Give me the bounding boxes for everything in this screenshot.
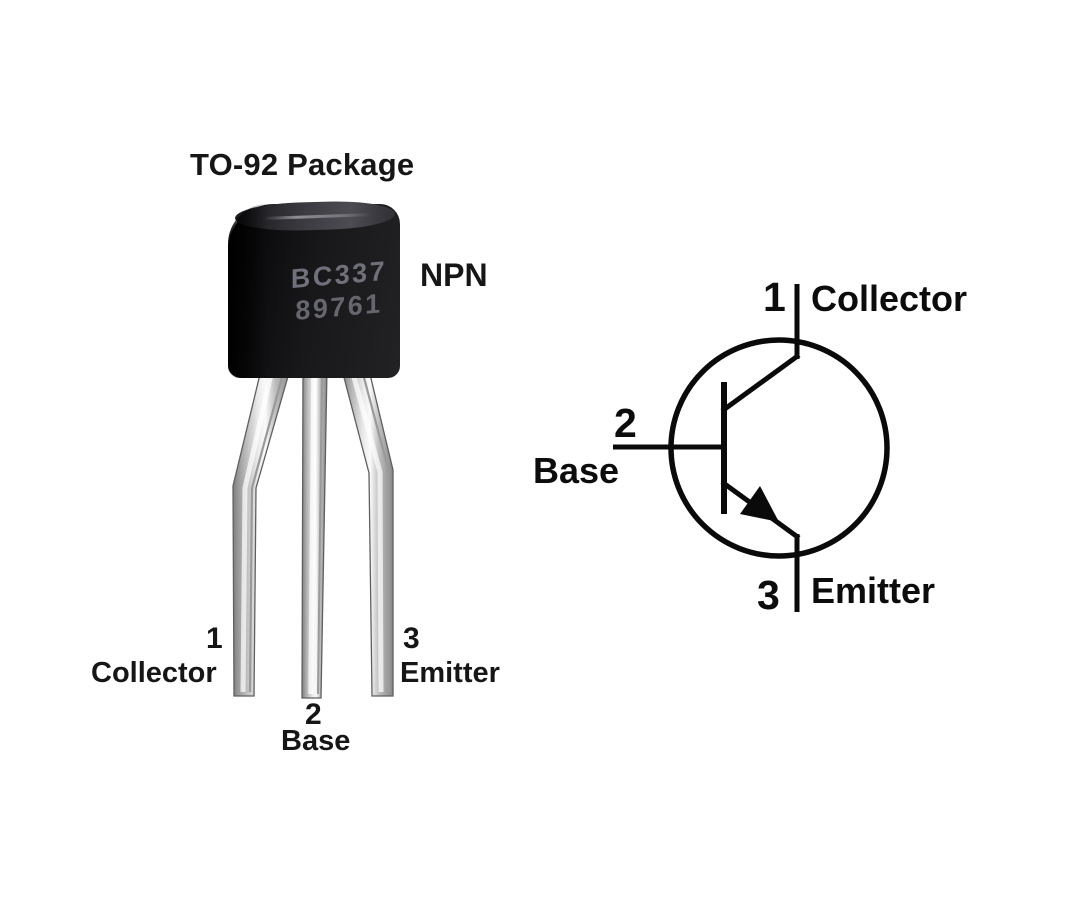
symbol-emitter-arrow xyxy=(740,486,779,522)
schematic-pin1-name: Collector xyxy=(811,278,968,319)
package-pin2-name: Base xyxy=(281,725,351,757)
npn-symbol xyxy=(613,284,890,612)
package-title: TO-92 Package xyxy=(190,147,415,182)
transistor-type-label: NPN xyxy=(420,257,488,293)
schematic-pin1-number: 1 xyxy=(763,274,786,320)
schematic-pin2-number: 2 xyxy=(614,400,637,446)
package-pin1-number: 1 xyxy=(206,622,223,655)
package-pin3-name: Emitter xyxy=(400,657,500,689)
schematic-pin2-name: Base xyxy=(533,450,620,491)
package-pin3-number: 3 xyxy=(403,622,420,655)
schematic-pin3-name: Emitter xyxy=(811,570,936,611)
transistor-leads xyxy=(232,365,394,699)
body-side-shade xyxy=(228,204,268,378)
symbol-collector-diagonal xyxy=(720,352,801,414)
package-pin2-number: 2 xyxy=(305,698,322,731)
schematic-pin3-number: 3 xyxy=(757,572,780,618)
transistor-body: BC337 89761 xyxy=(228,199,400,378)
package-pin1-name: Collector xyxy=(91,657,217,689)
body-marking: BC337 89761 xyxy=(278,255,400,330)
